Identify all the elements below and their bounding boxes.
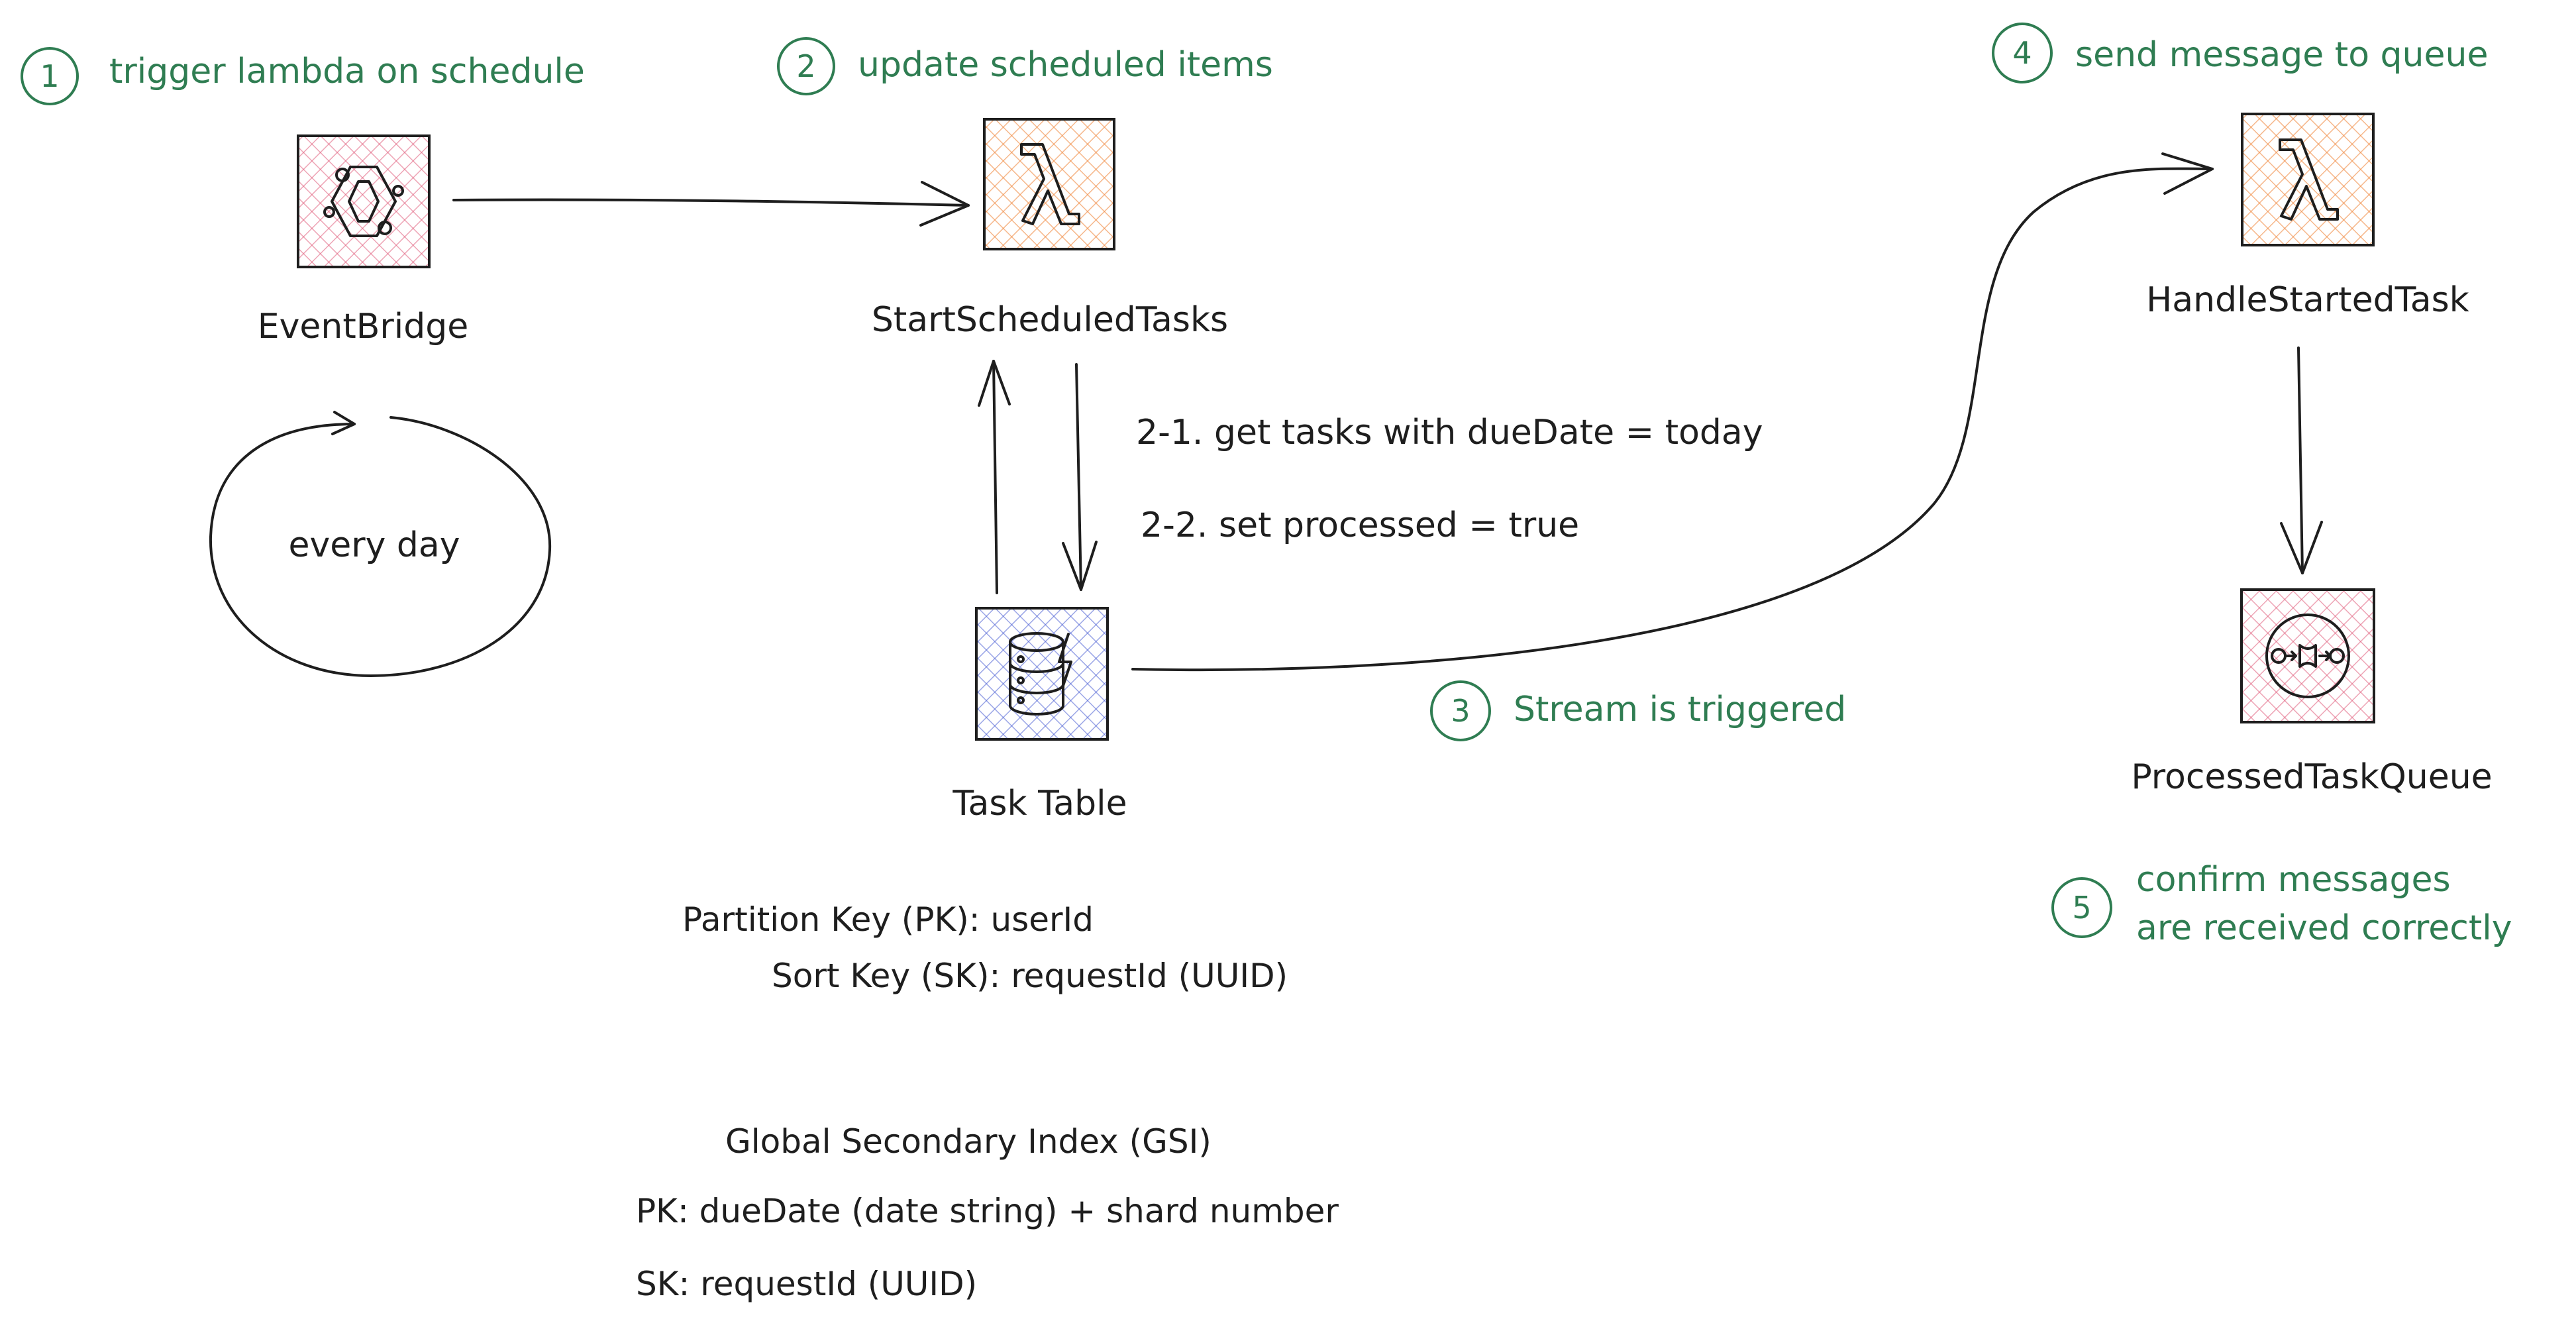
dynamodb-icon (1009, 632, 1072, 716)
gsi-pk-text: PK: dueDate (date string) + shard number (636, 1192, 1339, 1230)
gsi-sk-text: SK: requestId (UUID) (636, 1265, 977, 1303)
task-table-label: Task Table (952, 784, 1127, 824)
step-number: 2 (796, 48, 815, 84)
arrow-stream-to-handler (1131, 152, 2214, 672)
arrow-table-to-lambda (978, 360, 1011, 594)
step-number: 4 (2012, 35, 2032, 71)
processed-task-queue-node: ProcessedTaskQueue (2131, 588, 2493, 797)
handle-lambda-label: HandleStartedTask (2146, 280, 2469, 320)
step-2-1-text: 2-1. get tasks with dueDate = today (1136, 413, 1763, 453)
annotation-text: send message to queue (2075, 35, 2488, 75)
step-number: 3 (1451, 693, 1470, 729)
annotation-4: 4 send message to queue (1992, 23, 2488, 83)
step-number-circle (21, 47, 79, 105)
annotation-text-line-1: confirm messages (2136, 860, 2451, 900)
gsi-title-text: Global Secondary Index (GSI) (725, 1122, 1211, 1161)
arrow-handler-to-queue (2280, 346, 2323, 574)
annotation-2: 2 update scheduled items (777, 37, 1273, 95)
eventbridge-icon (323, 166, 404, 237)
task-table-node: Task Table (952, 607, 1127, 824)
annotation-5: 5 confirm messages are received correctl… (2051, 860, 2512, 948)
handle-started-task-node: HandleStartedTask (2146, 113, 2469, 320)
annotation-1: 1 trigger lambda on schedule (21, 47, 585, 105)
schedule-label: every day (288, 525, 460, 565)
gsi-schema: Global Secondary Index (GSI) PK: dueDate… (636, 1122, 1339, 1303)
loop-arrow-head (331, 411, 356, 435)
partition-key-text: Partition Key (PK): userId (682, 900, 1094, 939)
step-number-circle (1992, 23, 2053, 83)
queue-box (2240, 588, 2375, 723)
eventbridge-box (297, 134, 431, 268)
sqs-icon (2265, 613, 2350, 698)
schedule-loop: every day (209, 411, 552, 677)
arrow-eventbridge-to-lambda (452, 181, 970, 227)
eventbridge-node: EventBridge (258, 134, 468, 346)
lambda-icon (1020, 143, 1080, 225)
sort-key-text: Sort Key (SK): requestId (UUID) (772, 957, 1288, 995)
table-key-schema: Partition Key (PK): userId Sort Key (SK)… (682, 900, 1288, 995)
arrow-lambda-to-table (1062, 363, 1098, 591)
task-table-box (975, 607, 1109, 741)
annotation-text: trigger lambda on schedule (109, 52, 585, 91)
annotation-text: update scheduled items (858, 45, 1273, 85)
handle-lambda-box (2241, 113, 2375, 246)
annotation-text-line-2: are received correctly (2136, 908, 2512, 948)
step-number-circle (1430, 680, 1491, 741)
step-number: 5 (2072, 890, 2091, 926)
step-number: 1 (40, 58, 59, 94)
loop-arrow-path (209, 416, 552, 677)
start-lambda-label: StartScheduledTasks (872, 300, 1228, 340)
step-number-circle (2051, 877, 2112, 938)
queue-label: ProcessedTaskQueue (2131, 757, 2492, 797)
start-lambda-box (983, 118, 1115, 250)
lambda-icon (2279, 138, 2339, 221)
step-number-circle (777, 37, 835, 95)
eventbridge-label: EventBridge (258, 307, 468, 346)
annotation-3: 3 Stream is triggered (1430, 680, 1846, 741)
step-2-2-text: 2-2. set processed = true (1141, 506, 1579, 545)
annotation-text: Stream is triggered (1514, 690, 1846, 729)
start-scheduled-tasks-node: StartScheduledTasks (872, 118, 1228, 340)
